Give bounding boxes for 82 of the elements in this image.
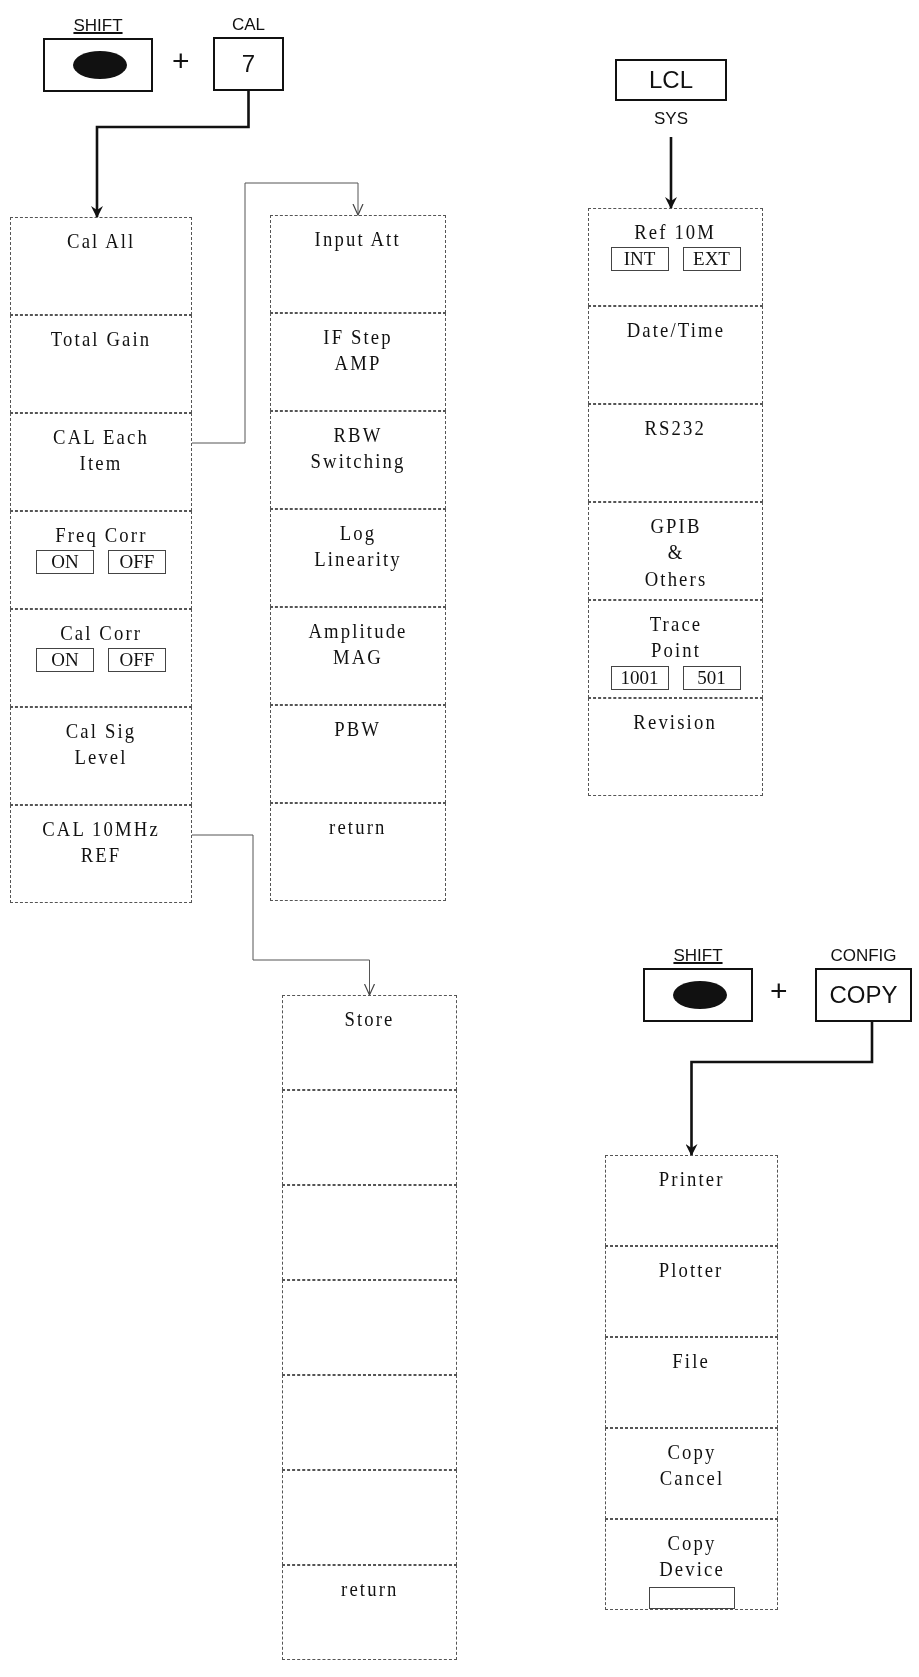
empty-softkey-slot — [282, 1470, 457, 1565]
arrow — [191, 834, 376, 996]
softkey-menu-item — [588, 502, 763, 600]
softkey-label: GPIB & Others — [643, 513, 708, 593]
softkey-label: Plotter — [659, 1257, 724, 1284]
softkey-menu-item — [270, 313, 446, 411]
softkey-label: Copy Device — [657, 1530, 726, 1583]
softkey-menu-item — [270, 803, 446, 901]
toggle-option: ON — [36, 648, 94, 673]
softkey-label: Input Att — [314, 226, 402, 253]
empty-softkey-slot — [282, 1185, 457, 1280]
softkey-menu-item — [605, 1428, 778, 1519]
softkey-menu-item — [588, 208, 763, 306]
plus-sign: + — [172, 44, 190, 78]
softkey-label: RBW Switching — [309, 422, 407, 475]
softkey-label: Store — [344, 1006, 395, 1033]
softkey-menu-item — [588, 306, 763, 404]
toggle-option: INT — [610, 247, 669, 272]
toggle-option: OFF — [108, 550, 166, 575]
softkey-menu-item — [282, 1565, 457, 1660]
toggle-option: EXT — [682, 247, 741, 272]
softkey-label: Trace Point — [648, 611, 703, 664]
arrow — [665, 137, 677, 209]
softkey-menu-item — [270, 509, 446, 607]
softkey-label: Freq Corr — [54, 522, 148, 549]
softkey-menu-item — [605, 1246, 778, 1337]
softkey-menu-item — [588, 698, 763, 796]
softkey-menu-item — [270, 607, 446, 705]
arrow — [685, 1022, 874, 1156]
softkey-label: Total Gain — [50, 326, 152, 353]
softkey-menu-item — [282, 995, 457, 1090]
softkey-menu-item — [588, 600, 763, 698]
softkey-label: Cal All — [66, 228, 136, 255]
softkey-menu-item — [270, 215, 446, 313]
softkey-label: Ref 10M — [634, 219, 717, 246]
softkey-menu-item — [10, 511, 192, 609]
softkey-menu-item — [10, 315, 192, 413]
softkey-menu-item — [10, 707, 192, 805]
softkey-label: File — [672, 1348, 711, 1375]
softkey-label: Revision — [633, 709, 718, 736]
toggle-option: OFF — [108, 648, 166, 673]
softkey-label: Log Linearity — [313, 520, 403, 573]
softkey-label: Cal Corr — [60, 620, 142, 647]
key-label: LCL — [648, 66, 694, 94]
toggle-option: 501 — [682, 665, 741, 690]
softkey-label: PBW — [334, 716, 382, 743]
arrow — [91, 91, 250, 218]
empty-softkey-slot — [282, 1375, 457, 1470]
arrow — [191, 182, 364, 444]
softkey-label: Cal Sig Level — [64, 718, 138, 771]
key-legend: SHIFT — [625, 946, 771, 966]
empty-softkey-slot — [282, 1090, 457, 1185]
plus-sign: + — [770, 974, 788, 1008]
softkey-label: CAL 10MHz REF — [41, 816, 161, 869]
softkey-menu-item — [10, 217, 192, 315]
softkey-menu-item — [10, 413, 192, 511]
softkey-label: CAL Each Item — [52, 424, 150, 477]
toggle-option: 1001 — [610, 665, 669, 690]
key-label: 7 — [240, 50, 257, 78]
softkey-label: return — [340, 1576, 399, 1603]
softkey-menu-item — [10, 805, 192, 903]
softkey-menu-item — [270, 705, 446, 803]
softkey-label: Copy Cancel — [658, 1439, 725, 1492]
empty-softkey-slot — [282, 1280, 457, 1375]
key-legend: CONFIG — [797, 946, 919, 966]
key-label: COPY — [828, 981, 899, 1009]
key-legend: SYS — [597, 109, 745, 129]
softkey-label: Amplitude MAG — [307, 618, 409, 671]
softkey-label: Printer — [658, 1166, 725, 1193]
softkey-menu-item — [588, 404, 763, 502]
softkey-label: IF Step AMP — [322, 324, 394, 377]
softkey-menu-item — [605, 1337, 778, 1428]
key-legend: CAL — [195, 15, 302, 35]
softkey-menu-item — [605, 1155, 778, 1246]
softkey-label: return — [329, 814, 387, 841]
softkey-label: RS232 — [644, 415, 707, 442]
key-legend: SHIFT — [25, 16, 171, 36]
softkey-label: Date/Time — [626, 317, 725, 344]
softkey-menu-item — [605, 1519, 778, 1610]
softkey-menu-item — [10, 609, 192, 707]
toggle-option: ON — [36, 550, 94, 575]
softkey-menu-item — [270, 411, 446, 509]
